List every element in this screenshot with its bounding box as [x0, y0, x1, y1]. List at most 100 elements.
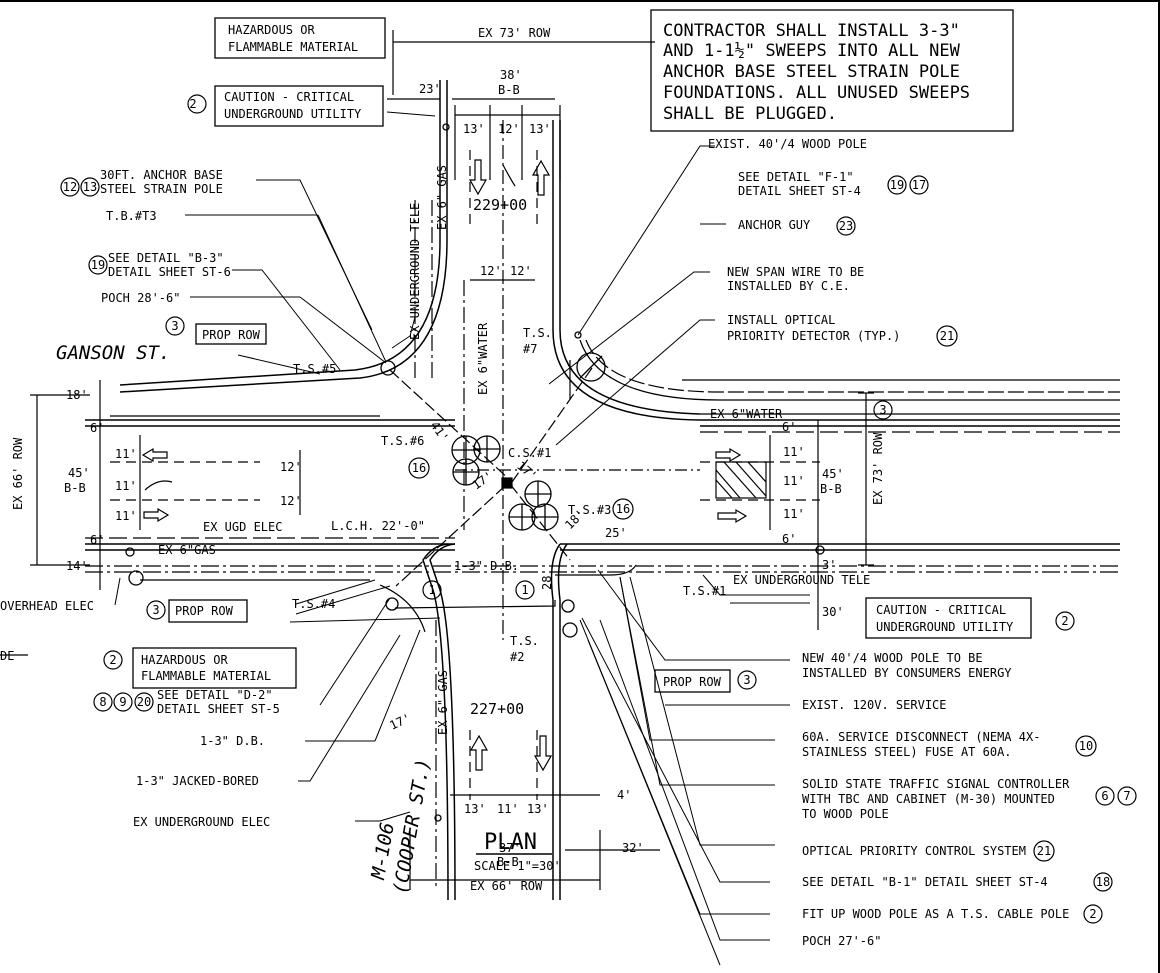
dim-12-a: 12': [498, 122, 520, 136]
ts2-label-a: T.S.: [510, 634, 539, 648]
detail-f1-line-1: SEE DETAIL "F-1": [738, 170, 854, 184]
ex-73-row-right: EX 73' ROW: [871, 432, 885, 505]
dim-11-left-b: 11': [115, 479, 137, 493]
circle-2-right: 2: [1061, 614, 1068, 628]
dim-11-bottom: 11': [497, 802, 519, 816]
circle-13: 13: [83, 180, 97, 194]
plan-title: PLAN: [484, 830, 537, 855]
circle-1-right: 1: [521, 583, 528, 597]
circle-3-left: 3: [171, 319, 178, 333]
overhead-elec: OVERHEAD ELEC: [0, 599, 94, 613]
prop-row-bottom-left: PROP ROW: [175, 604, 234, 618]
span-wire-line-1: NEW SPAN WIRE TO BE: [727, 265, 864, 279]
dim-11-right-c: 11': [783, 507, 805, 521]
dim-6-right-top: 6': [782, 420, 796, 434]
contractor-note-line-1: CONTRACTOR SHALL INSTALL 3-3": [663, 21, 960, 41]
ex-ugd-elec: EX UGD ELEC: [203, 520, 282, 534]
station-229: 229+00: [473, 196, 527, 214]
caution-left-box: [214, 85, 384, 127]
circle-23: 23: [839, 219, 853, 233]
circle-2-bottom: 2: [1089, 907, 1096, 921]
conduits: [140, 564, 637, 633]
caution-right-line-2: UNDERGROUND UTILITY: [876, 620, 1014, 634]
detail-b3-line-2: DETAIL SHEET ST-6: [108, 265, 231, 279]
prop-row-box-bottom: [654, 669, 731, 693]
dim-12-c: 12': [510, 264, 532, 278]
contractor-note-line-3: ANCHOR BASE STEEL STRAIN POLE: [663, 62, 960, 82]
cs1-label: C.S.#1: [508, 446, 551, 460]
hazard-top-box: [214, 17, 386, 59]
ts4-label: T.S.#4: [292, 597, 335, 611]
ex-water-vertical: EX 6"WATER: [476, 322, 490, 395]
dim-4: 4': [617, 788, 631, 802]
circle-1-left: 1: [428, 583, 435, 597]
optical-line-2: PRIORITY DETECTOR (TYP.): [727, 329, 900, 343]
ex-gas-top: EX 6" GAS: [435, 165, 449, 230]
poch-left: POCH 28'-6": [101, 291, 180, 305]
db-left: 1-3" D.B.: [200, 734, 265, 748]
dim-13-a: 13': [463, 122, 485, 136]
circle-8: 8: [99, 695, 106, 709]
dim-32: 32': [622, 841, 644, 855]
circle-10: 10: [1079, 739, 1093, 753]
hazard-top-line-2: FLAMMABLE MATERIAL: [228, 40, 358, 54]
fit-up: FIT UP WOOD POLE AS A T.S. CABLE POLE: [802, 907, 1069, 921]
ganson-street-edges: [85, 413, 1120, 573]
caution-left-line-2: UNDERGROUND UTILITY: [224, 107, 362, 121]
contractor-note-line-5: SHALL BE PLUGGED.: [663, 104, 837, 124]
ts6-label: T.S.#6: [381, 434, 424, 448]
circle-3-right: 3: [879, 403, 886, 417]
lane-arrows: [141, 159, 748, 772]
dim-6-right-bottom: 6': [782, 532, 796, 546]
dim-17-c: 17': [387, 711, 413, 733]
jacked-bored: 1-3" JACKED-BORED: [136, 774, 259, 788]
ex-gas-bottom: EX 6" GAS: [436, 670, 450, 735]
dim-38: 38': [500, 68, 522, 82]
leader-lines: [114, 111, 810, 966]
circle-6: 6: [1101, 789, 1108, 803]
anchor-pole-line-1: 30FT. ANCHOR BASE: [100, 168, 223, 182]
contractor-note-line-2: AND 1-1½" SWEEPS INTO ALL NEW: [663, 41, 961, 61]
ex-gas-horizontal: EX 6"GAS: [158, 543, 216, 557]
dim-3: 3': [822, 558, 836, 572]
circle-2-top: 2: [189, 97, 196, 111]
circle-21-top: 21: [940, 329, 954, 343]
ts7-label-b: #7: [523, 342, 537, 356]
dim-13-bottom-b: 13': [527, 802, 549, 816]
anchor-guy: ANCHOR GUY: [738, 218, 811, 232]
controller-line-1: SOLID STATE TRAFFIC SIGNAL CONTROLLER: [802, 777, 1070, 791]
dim-6-left-bottom: 6': [90, 533, 104, 547]
bb-right: B-B: [820, 482, 842, 496]
bb-top: B-B: [498, 83, 520, 97]
bb-bottom: B-B: [497, 855, 519, 869]
contractor-note-line-4: FOUNDATIONS. ALL UNUSED SWEEPS: [663, 83, 970, 103]
circle-17: 17: [912, 178, 926, 192]
dim-11-left-c: 11': [115, 509, 137, 523]
controller-cabinet: [501, 477, 513, 489]
caution-left-line-1: CAUTION - CRITICAL: [224, 90, 354, 104]
dim-12-left-b: 12': [280, 494, 302, 508]
dim-28: 28: [540, 576, 554, 590]
hazard-top-line-1: HAZARDOUS OR: [228, 23, 315, 37]
ts7-label-a: T.S.: [523, 326, 552, 340]
controller-line-2: WITH TBC AND CABINET (M-30) MOUNTED: [802, 792, 1055, 806]
dim-17-a: 17': [514, 459, 540, 484]
circle-12: 12: [63, 180, 77, 194]
hazard-left-box: [132, 647, 297, 689]
dim-25: 25': [605, 526, 627, 540]
dim-41: 41': [428, 419, 452, 445]
prop-row-box-bottom-left: [168, 599, 248, 623]
circle-19-left: 19: [91, 258, 105, 272]
db-center: 1-3" D.B.: [454, 559, 519, 573]
ganson-street-label: GANSON ST.: [56, 342, 170, 364]
ts5-label: T.S.#5: [293, 362, 336, 376]
new-pole-line-2: INSTALLED BY CONSUMERS ENERGY: [802, 666, 1012, 680]
dim-12-b: 12': [480, 264, 502, 278]
circle-7: 7: [1123, 789, 1130, 803]
dim-11-right-a: 11': [783, 445, 805, 459]
dim-18: 18': [66, 388, 88, 402]
dim-37: 37': [499, 841, 521, 855]
circle-16-right: 16: [616, 502, 630, 516]
scale-label: SCALE 1"=30': [474, 859, 561, 873]
